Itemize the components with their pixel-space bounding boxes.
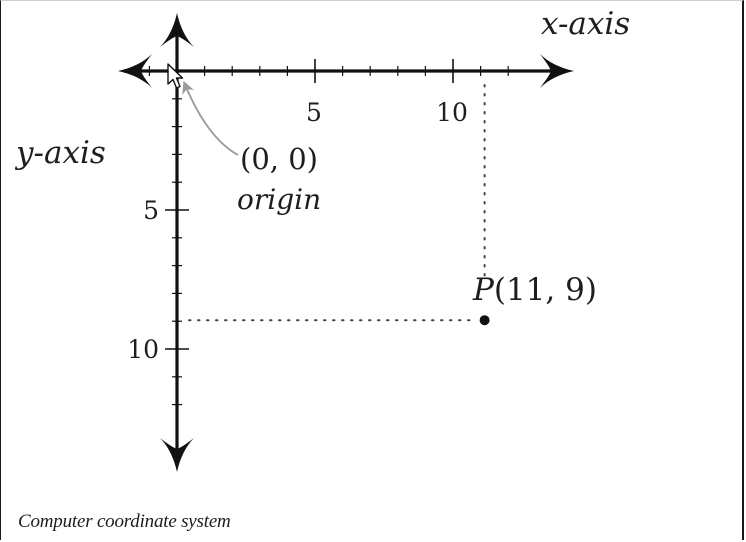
arrow-cursor-icon <box>166 63 184 91</box>
y-tick-label-10: 10 <box>127 335 159 364</box>
y-axis-label: y-axis <box>14 135 106 171</box>
point-p-label: P(11, 9) <box>472 272 597 308</box>
x-tick-label-10: 10 <box>436 98 468 127</box>
point-p-name: P <box>472 272 495 308</box>
point-p-coordinates: (11, 9) <box>494 272 597 308</box>
origin-annotation-arrow <box>182 80 239 156</box>
coordinate-diagram: x-axis y-axis 5 10 5 10 P(11, 9) (0, 0) … <box>14 6 630 472</box>
x-axis-label: x-axis <box>541 6 630 42</box>
figure-caption: Computer coordinate system <box>18 511 231 532</box>
y-axis-top-arrowhead <box>160 13 194 47</box>
x-axis-left-arrowhead <box>118 54 152 88</box>
x-axis-right-arrowhead <box>540 54 574 88</box>
x-tick-label-5: 5 <box>306 98 322 127</box>
y-tick-label-5: 5 <box>143 196 159 225</box>
origin-name-label: origin <box>237 183 321 216</box>
point-p-marker <box>479 315 490 326</box>
origin-coordinates-label: (0, 0) <box>240 142 318 176</box>
y-axis-bottom-arrowhead <box>160 438 194 472</box>
